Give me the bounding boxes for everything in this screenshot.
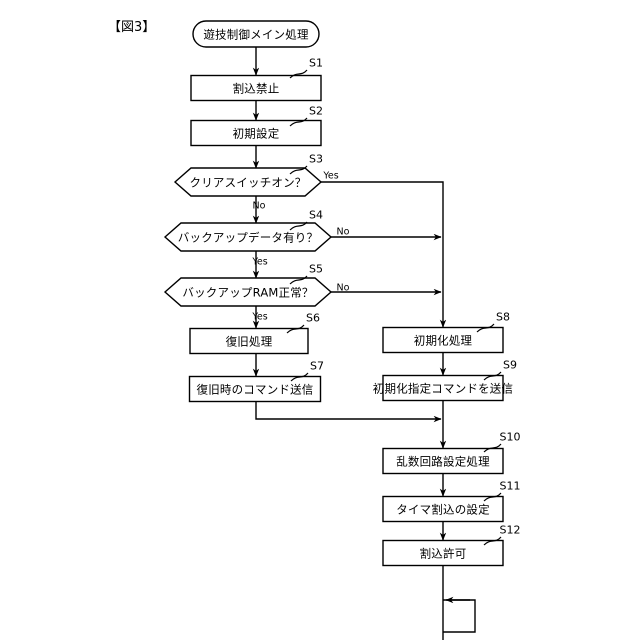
- leader-line-s7: [290, 372, 309, 382]
- leader-line-s11: [483, 492, 502, 502]
- step-label-s9: S9: [503, 358, 517, 372]
- step-label-s2: S2: [309, 104, 323, 118]
- figure-caption: 【図3】: [108, 20, 156, 35]
- node-label-s2: 初期設定: [232, 125, 280, 140]
- leader-line-s2: [289, 117, 308, 127]
- leader-line-s10: [483, 443, 502, 453]
- node-s10: [382, 447, 504, 475]
- node-s6: [189, 327, 309, 355]
- node-label-s10: 乱数回路設定処理: [396, 453, 490, 468]
- node-s8: [382, 326, 504, 354]
- leader-line-s8: [476, 323, 495, 333]
- edge-s7-merge: [255, 402, 442, 423]
- node-s12: [382, 539, 504, 567]
- node-label-s12: 割込許可: [419, 545, 467, 560]
- edge-label-s4-no: No: [336, 226, 350, 238]
- step-label-s5: S5: [309, 262, 323, 276]
- leader-line-s9: [483, 371, 502, 381]
- edge-label-s4-yes: Yes: [252, 256, 268, 268]
- edge-label-s5-no: No: [336, 282, 350, 294]
- step-label-s11: S11: [499, 479, 521, 493]
- edge-s3-yes-s8: [321, 181, 447, 328]
- node-label-s9: 初期化指定コマンドを送信: [372, 380, 514, 395]
- leader-line-s5: [289, 275, 308, 285]
- node-label-s8: 初期化処理: [413, 332, 473, 347]
- edge-loop-back: [443, 599, 476, 633]
- edge-label-s3-no: No: [252, 200, 266, 212]
- node-s9: [382, 374, 504, 402]
- step-label-s4: S4: [309, 208, 323, 222]
- step-label-s8: S8: [496, 310, 510, 324]
- node-shapes: [163, 20, 504, 567]
- node-label-s3: クリアスイッチオン？: [189, 174, 307, 189]
- edge-label-s3-yes: Yes: [323, 170, 339, 182]
- step-label-s3: S3: [309, 152, 323, 166]
- leader-line-s1: [289, 69, 308, 79]
- node-label-s6: 復旧処理: [225, 333, 273, 348]
- leader-line-s6: [286, 324, 305, 334]
- step-label-s7: S7: [310, 359, 324, 373]
- node-label-start: 遊技制御メイン処理: [203, 26, 309, 41]
- connector-lines: [252, 47, 502, 640]
- node-label-s1: 割込禁止: [232, 80, 280, 95]
- node-label-s7: 復旧時のコマンド送信: [196, 381, 314, 396]
- step-label-s6: S6: [306, 311, 320, 325]
- leader-line-s4: [289, 221, 308, 231]
- node-label-s11: タイマ割込の設定: [396, 501, 490, 516]
- edge-label-s5-yes: Yes: [252, 311, 268, 323]
- leader-line-s3: [289, 165, 308, 175]
- step-label-s1: S1: [309, 56, 323, 70]
- node-label-s4: バックアップデータ有り？: [177, 229, 319, 244]
- step-label-s10: S10: [499, 430, 521, 444]
- leader-line-s12: [483, 536, 502, 546]
- node-label-s5: バックアップRAM正常？: [182, 284, 314, 299]
- step-label-s12: S12: [499, 523, 521, 537]
